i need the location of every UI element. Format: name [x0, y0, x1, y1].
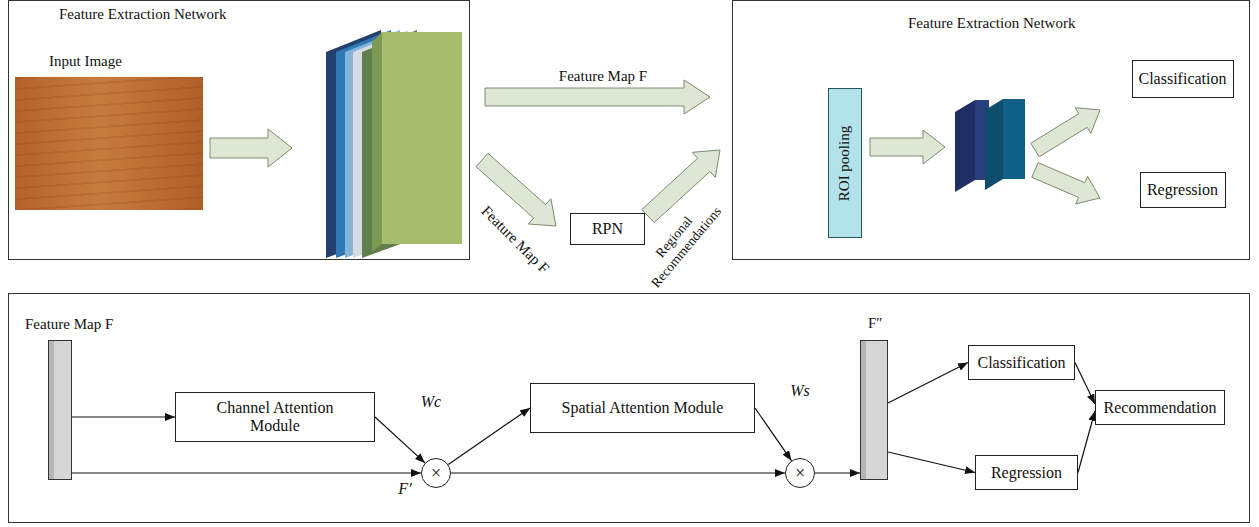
- block-arrow: [485, 80, 710, 114]
- map-heading: Input Image: [49, 53, 122, 70]
- pooling-bar: ROI pooling: [828, 88, 862, 238]
- signal-label: Wc: [419, 393, 443, 411]
- box-text: ×: [431, 464, 441, 482]
- box-text: Classification: [1139, 70, 1227, 88]
- box-text: ×: [795, 464, 805, 482]
- box-text: Regression: [1147, 181, 1218, 199]
- connector: [755, 408, 792, 461]
- process-box: RPN: [570, 213, 645, 245]
- box-text: Regression: [991, 464, 1062, 482]
- connector: [1075, 363, 1095, 405]
- feature-stack: [326, 30, 462, 258]
- network-panel: Feature Extraction NetworkInput Image: [8, 0, 470, 260]
- signal-label: F′: [396, 480, 413, 498]
- arrow-label: Feature Map F: [478, 203, 552, 277]
- signal-label: Ws: [788, 382, 812, 400]
- feature-blocks: [955, 99, 1025, 192]
- box-text: ROI pooling: [837, 125, 854, 200]
- block-arrow: [210, 129, 292, 167]
- feature-layer: [985, 99, 1003, 190]
- feature-layer: [382, 32, 462, 244]
- map-heading: Feature Map F: [25, 316, 113, 333]
- connector: [72, 472, 421, 473]
- map-heading: F″: [868, 315, 883, 332]
- feature-map: F″: [860, 340, 888, 480]
- feature-layer: [372, 32, 382, 252]
- process-box: Regression: [975, 455, 1078, 490]
- bottom-frame: [9, 294, 1250, 523]
- connector: [815, 472, 860, 473]
- multiply-circle: ×: [785, 458, 815, 488]
- input-image: Input Image: [15, 77, 203, 210]
- arrow-label: Feature Map F: [559, 68, 647, 85]
- process-box: Classification: [968, 345, 1075, 380]
- connector: [72, 416, 175, 417]
- feature-map: Feature Map F: [48, 340, 72, 480]
- block-arrow: [870, 130, 945, 164]
- block-arrow: [1032, 163, 1100, 204]
- feature-layer: [955, 100, 975, 192]
- box-text: Recommendation: [1104, 399, 1217, 417]
- connector: [448, 408, 530, 465]
- box-text: Channel Attention Module: [198, 399, 352, 436]
- arrow-label: Regional Recommendations: [635, 192, 726, 292]
- box-text: RPN: [592, 220, 623, 238]
- process-box: Recommendation: [1095, 390, 1225, 425]
- connector: [451, 472, 785, 473]
- panel-title: Feature Extraction Network: [908, 15, 1075, 32]
- box-text: Classification: [978, 354, 1066, 372]
- network-panel: Feature Extraction NetworkROI pooling Cla…: [732, 0, 1250, 260]
- multiply-circle: ×: [421, 458, 451, 488]
- block-arrows: [210, 80, 1100, 226]
- box-text: Spatial Attention Module: [562, 399, 724, 417]
- feature-layer: [1003, 99, 1025, 179]
- connector: [375, 417, 425, 463]
- process-box: Regression: [1140, 172, 1226, 208]
- attention-box: Spatial Attention Module: [530, 383, 755, 433]
- attention-box: Channel Attention Module: [175, 392, 375, 442]
- block-arrow: [1031, 108, 1100, 157]
- connector: [1078, 411, 1095, 473]
- panel-title: Feature Extraction Network: [59, 6, 226, 23]
- connector: [888, 363, 968, 404]
- process-box: Classification: [1132, 60, 1234, 98]
- connector: [888, 452, 975, 473]
